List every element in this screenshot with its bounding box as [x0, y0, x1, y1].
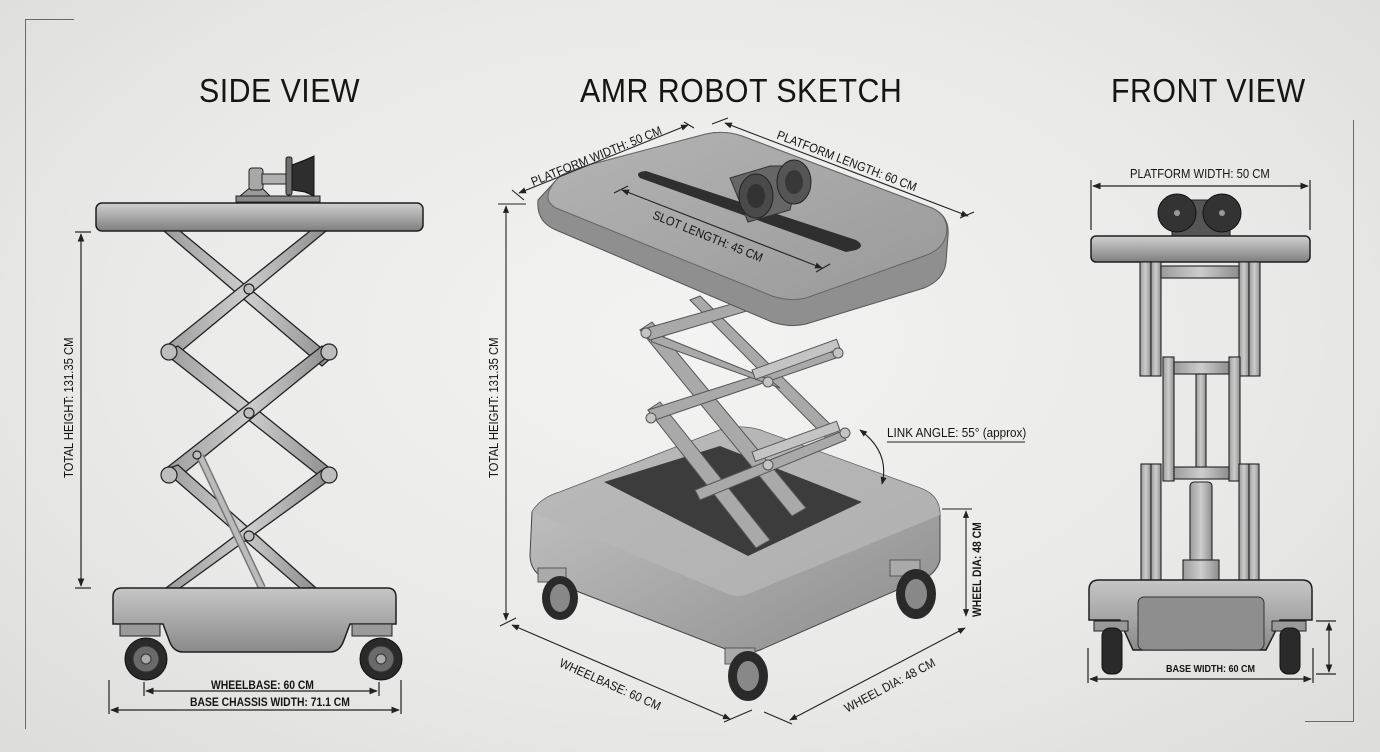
front-wheel-right: [1271, 620, 1307, 675]
side-base-chassis-width-label: BASE CHASSIS WIDTH: 71.1 CM: [190, 697, 350, 709]
side-wheel-right: [351, 623, 403, 681]
iso-wheel-dia-vertical-label: WHEEL DIA: 48 CM: [972, 522, 984, 617]
side-total-height-label: TOTAL HEIGHT: 131.35 CM: [62, 337, 76, 478]
front-platform: [1090, 235, 1311, 263]
front-view-title: FRONT VIEW: [1111, 72, 1306, 109]
side-wheelbase-label: WHEELBASE: 60 CM: [211, 680, 314, 692]
iso-view-drawing: [498, 117, 1025, 725]
side-sensor-icon: [235, 155, 321, 203]
side-platform: [95, 202, 424, 232]
frame-line-left: [25, 19, 26, 729]
front-wheel-left: [1093, 620, 1129, 675]
side-actuator: [196, 454, 266, 590]
side-base-chassis: [112, 587, 397, 653]
front-base-panel: [1137, 596, 1265, 651]
front-platform-width-label: PLATFORM WIDTH: 50 CM: [1130, 167, 1270, 181]
front-sensor-icon: [1157, 193, 1242, 239]
front-base-width-label: BASE WIDTH: 60 CM: [1166, 664, 1256, 675]
iso-total-height-label: TOTAL HEIGHT: 131.35 CM: [487, 337, 501, 478]
iso-link-angle-label: LINK ANGLE: 55° (approx): [887, 425, 1027, 440]
side-wheel-left: [119, 623, 168, 681]
side-view-drawing: [75, 155, 424, 714]
front-view-drawing: [1087, 180, 1336, 683]
frame-corner-bottom-right: [1305, 686, 1354, 722]
frame-line-right: [1353, 120, 1354, 720]
front-scissor: [1139, 261, 1261, 581]
side-view-title: SIDE VIEW: [199, 72, 361, 109]
sketch-title: AMR ROBOT SKETCH: [580, 72, 903, 109]
